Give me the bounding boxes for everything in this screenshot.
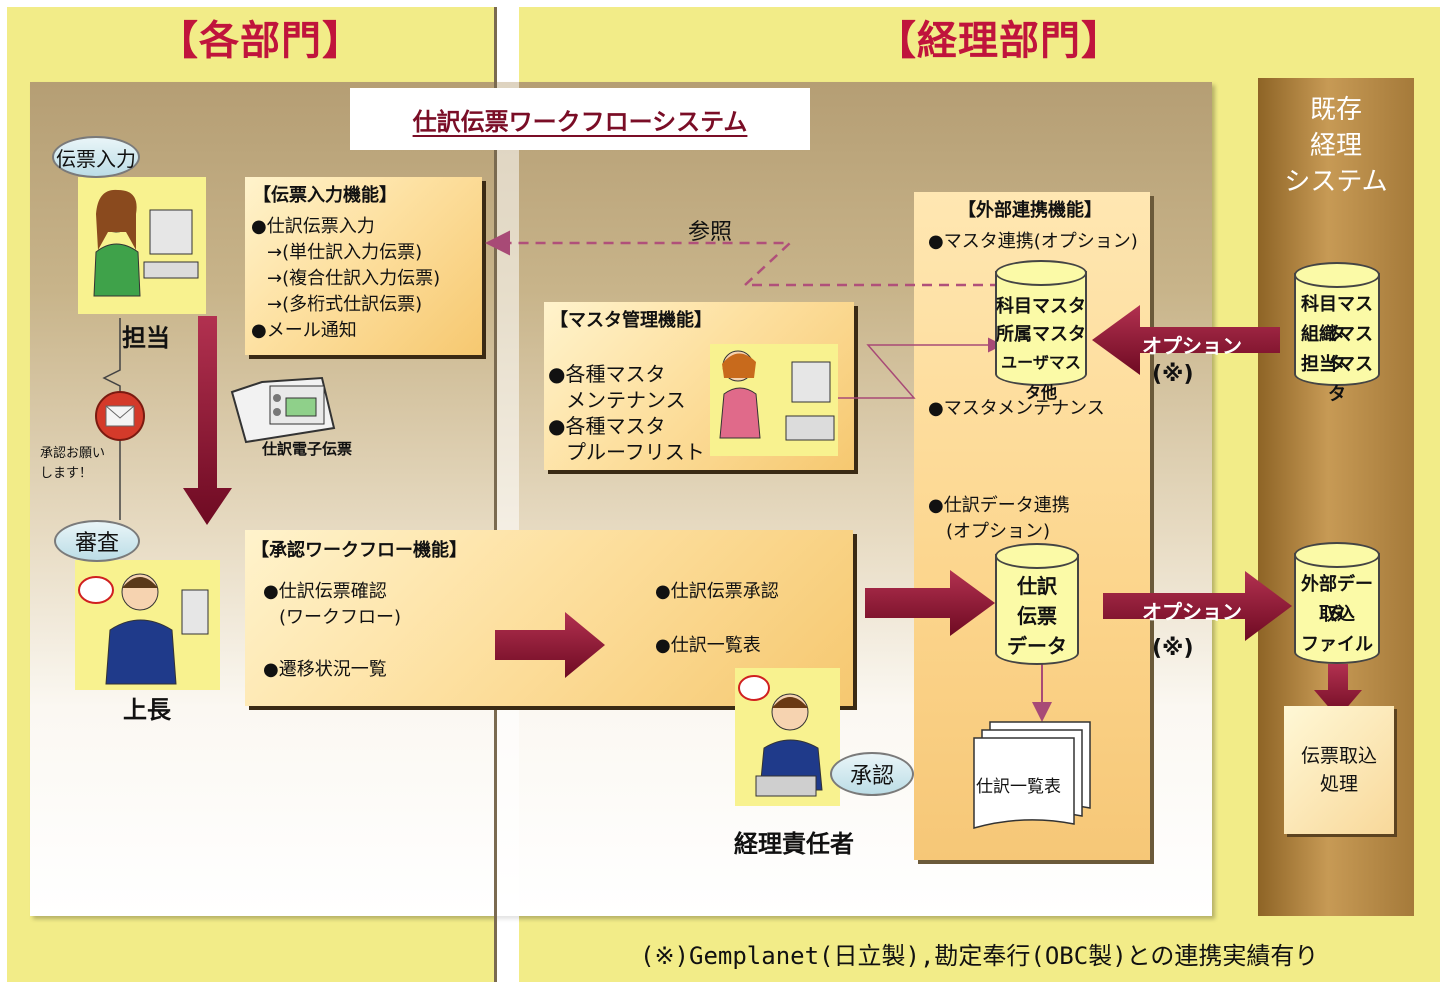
legacy-master-line: 科目マスタ	[1301, 294, 1373, 345]
approval-line: (ワークフロー)	[279, 607, 402, 628]
master-db-line: 所属マスタ	[996, 324, 1086, 345]
input-line: →(単仕訳入力伝票)	[267, 242, 423, 263]
legacy-master-line: 組織マスタ	[1301, 324, 1373, 375]
voucher-input-title: 【伝票入力機能】	[253, 185, 397, 206]
manager-label: 経理責任者	[734, 830, 854, 858]
supervisor-label: 上長	[123, 696, 171, 724]
legacy-master-database: 科目マスタ 組織マスタ 担当マスタ	[1294, 262, 1380, 405]
zone-divider-line	[494, 7, 497, 982]
journal-flow-arrow	[865, 570, 995, 636]
master-line: ●各種マスタ	[548, 362, 666, 386]
journal-option-label: オプション	[1142, 600, 1242, 624]
external-item: (オプション)	[946, 521, 1051, 542]
master-link-line	[838, 337, 1003, 399]
zone-divider	[494, 7, 519, 982]
review-bubble: 審査	[54, 520, 140, 562]
journal-db-line: 仕訳	[1017, 574, 1057, 598]
approval-line: ●仕訳一覧表	[655, 635, 761, 656]
master-db-line: ユーザマスタ他	[1001, 353, 1081, 402]
import-file-line: 外部データ	[1301, 574, 1373, 625]
mail-icon	[95, 391, 145, 441]
journal-list-label: 仕訳一覧表	[976, 777, 1061, 797]
journal-option-arrow	[1103, 571, 1292, 641]
master-option-note: (※)	[1152, 362, 1194, 387]
voucher-import-process: 伝票取込 処理	[1284, 706, 1394, 834]
approval-flow-arrow	[495, 612, 605, 678]
input-line: ●メール通知	[251, 320, 357, 341]
master-option-arrow	[1092, 305, 1280, 375]
flow-arrow-down	[183, 316, 232, 525]
journal-list-document-icon	[973, 721, 1091, 829]
approval-line: ●仕訳伝票確認	[263, 581, 387, 602]
legacy-master-line: 担当マスタ	[1301, 354, 1373, 405]
voucher-input-function-box: 【伝票入力機能】 ●仕訳伝票入力 →(単仕訳入力伝票) →(複合仕訳入力伝票) …	[245, 177, 482, 355]
master-option-label: オプション	[1142, 334, 1242, 358]
approval-line: ●仕訳伝票承認	[655, 581, 779, 602]
master-line: メンテナンス	[566, 388, 686, 412]
journal-option-note: (※)	[1152, 636, 1194, 661]
master-staff-illustration	[710, 344, 838, 456]
electronic-voucher-label: 仕訳電子伝票	[262, 440, 353, 458]
master-db-line: 科目マスタ	[996, 296, 1086, 317]
department-zone-title: 【各部門】	[158, 18, 363, 64]
approval-line: ●遷移状況一覧	[263, 659, 387, 680]
import-file-line: ファイル	[1301, 634, 1373, 655]
external-item: ●マスタメンテナンス	[928, 398, 1105, 419]
import-process-arrow	[1314, 664, 1362, 718]
input-line: →(複合仕訳入力伝票)	[267, 268, 441, 289]
manager-illustration	[735, 668, 840, 806]
external-linkage-title: 【外部連携機能】	[958, 200, 1102, 221]
input-line: →(多桁式仕訳伝票)	[267, 294, 423, 315]
master-line: ●各種マスタ	[548, 414, 666, 438]
external-item: ●仕訳データ連携	[928, 495, 1070, 516]
approval-request-note: 承認お願い します！	[40, 446, 106, 481]
legacy-system-title: 既存 経理 システム	[1284, 95, 1388, 197]
journal-db-line: データ	[1007, 634, 1067, 658]
master-management-title: 【マスタ管理機能】	[550, 310, 712, 331]
journal-database: 仕訳 伝票 データ	[995, 543, 1079, 665]
footnote: (※)Gemplanet(日立製),勘定奉行(OBC製)との連携実績有り	[640, 942, 1319, 970]
reference-dashed-arrow	[485, 230, 1000, 287]
master-database: 科目マスタ 所属マスタ ユーザマスタ他	[995, 260, 1087, 402]
supervisor-illustration	[75, 560, 220, 690]
master-line: プルーフリスト	[566, 440, 705, 464]
accounting-zone-title: 【経理部門】	[876, 18, 1122, 64]
approve-bubble: 承認	[830, 752, 914, 796]
external-item: ●マスタ連携(オプション)	[928, 231, 1138, 252]
system-title: 仕訳伝票ワークフローシステム	[350, 88, 810, 150]
reference-label: 参照	[688, 220, 733, 245]
journal-db-line: 伝票	[1017, 604, 1057, 628]
staff-illustration	[78, 177, 206, 314]
voucher-input-bubble: 伝票入力	[52, 136, 140, 178]
import-file-line: 取込	[1319, 604, 1355, 625]
electronic-voucher-icon	[230, 376, 336, 444]
approval-workflow-title: 【承認ワークフロー機能】	[251, 540, 467, 561]
import-file-database: 外部データ 取込 ファイル	[1294, 542, 1380, 664]
staff-label: 担当	[122, 324, 170, 352]
voucher-import-process-label: 伝票取込 処理	[1300, 745, 1377, 795]
input-line: ●仕訳伝票入力	[251, 216, 375, 237]
